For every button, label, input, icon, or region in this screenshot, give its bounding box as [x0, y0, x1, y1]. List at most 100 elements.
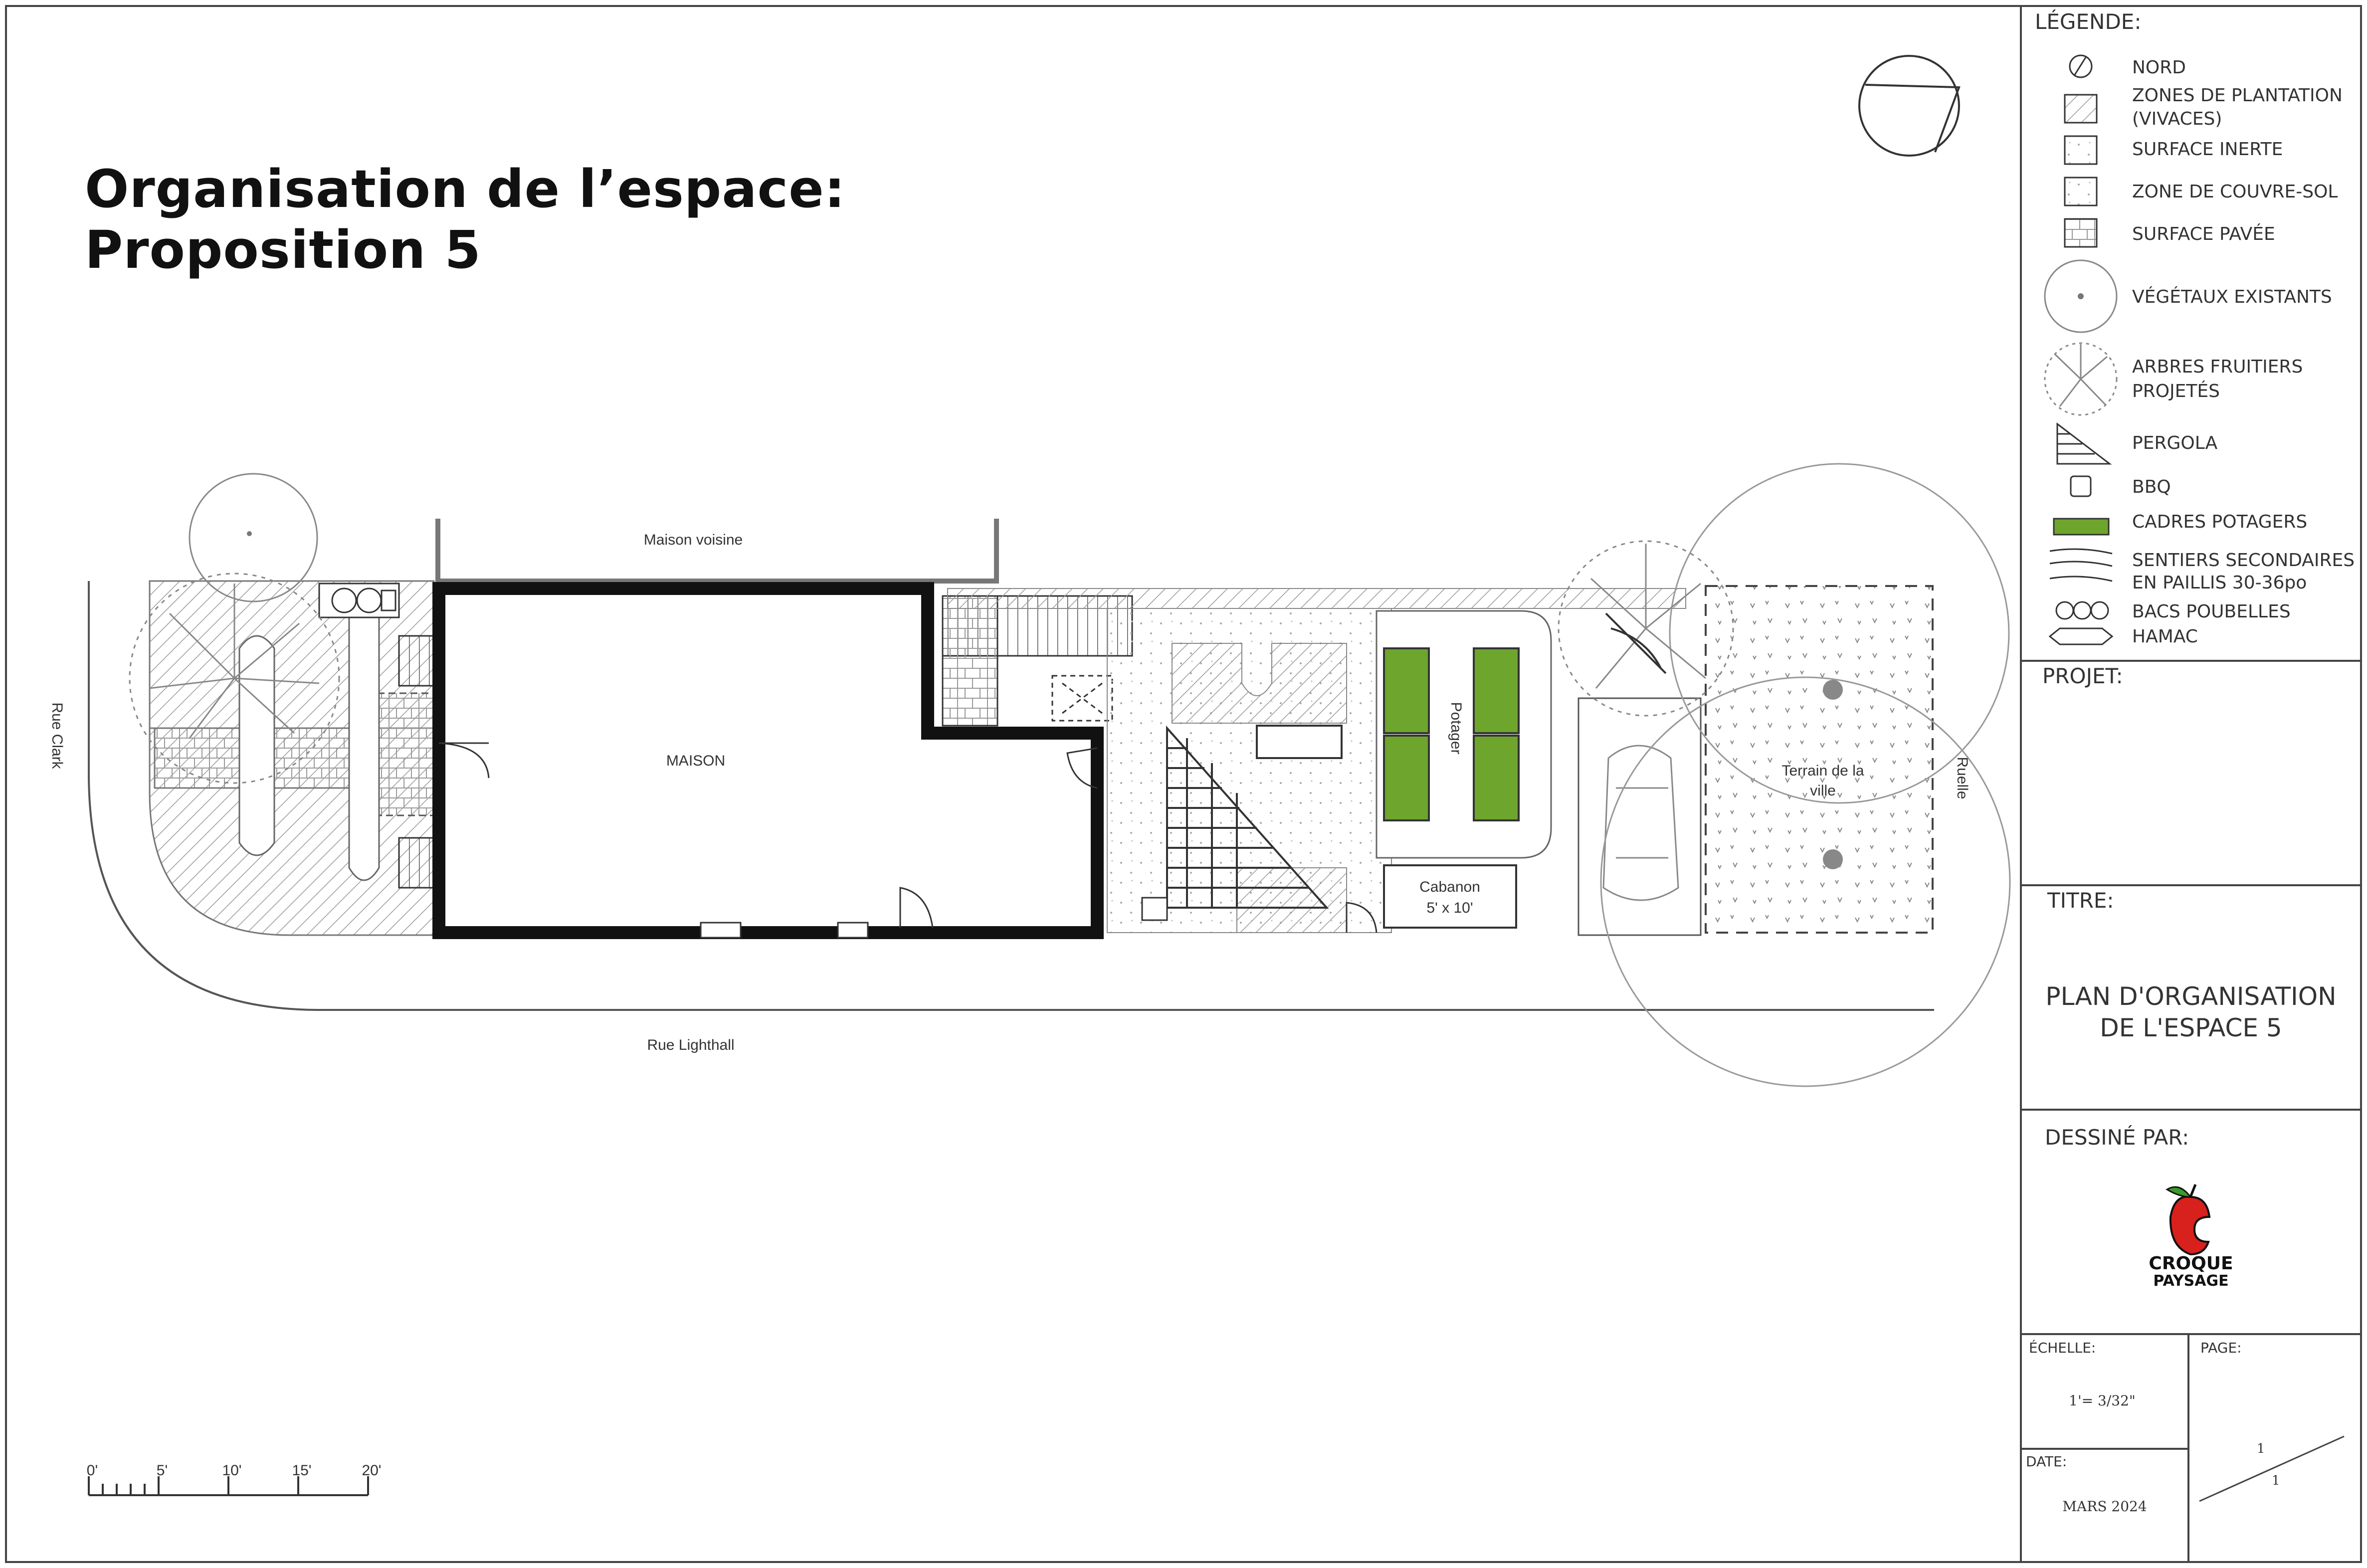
neighbour-house-label: Maison voisine	[644, 532, 743, 548]
legend-label-sentiers: SENTIERS SECONDAIRES	[2132, 550, 2355, 571]
existing-tree-front	[189, 473, 318, 602]
legend-label-vegetaux: VÉGÉTAUX EXISTANTS	[2132, 286, 2332, 307]
bbq-icon	[2070, 475, 2092, 497]
date-value: MARS 2024	[2062, 1498, 2147, 1515]
legend-label-sentiers-2: EN PAILLIS 30-36po	[2132, 573, 2307, 593]
car-icon	[1602, 745, 1679, 901]
garden-bed-icon	[2053, 518, 2110, 536]
legend-label-arbres: ARBRES FRUITIERS	[2132, 357, 2303, 377]
scale-tick-5: 5'	[157, 1462, 168, 1479]
city-lot-label-line1: Terrain de la	[1781, 763, 1864, 779]
door-east	[1066, 747, 1098, 789]
title-line-2: DE L'ESPACE 5	[2100, 1013, 2282, 1042]
front-steps-bottom	[398, 837, 435, 889]
legend-heading: LÉGENDE:	[2035, 9, 2141, 34]
legend-label-nord: NORD	[2132, 57, 2186, 78]
sheet-border	[5, 5, 2362, 1563]
alley-label: Ruelle	[1954, 757, 1971, 799]
scale-tick-15: 15'	[292, 1462, 311, 1479]
door-shed	[1346, 902, 1378, 933]
existing-tree-canopy-2	[1600, 676, 2011, 1087]
side-hatch-strip	[947, 588, 1686, 609]
groundcover-icon	[2064, 177, 2098, 206]
house-label: MAISON	[666, 753, 725, 769]
scale-tick-10: 10'	[222, 1462, 241, 1479]
drawn-by-heading: DESSINÉ PAR:	[2045, 1125, 2189, 1150]
legend-label-plantation-2: (VIVACES)	[2132, 109, 2222, 129]
shed	[1383, 864, 1517, 929]
garden-bed-4	[1473, 735, 1520, 821]
croque-paysage-logo: CROQUE PAYSAGE	[2149, 1184, 2233, 1290]
page-number: 1	[2257, 1441, 2265, 1456]
bench	[1256, 725, 1343, 759]
existing-tree-canopy-1	[1669, 463, 2010, 804]
door-front	[438, 742, 490, 779]
legend-label-couvre-sol: ZONE DE COUVRE-SOL	[2132, 182, 2338, 202]
title-line-1: PLAN D'ORGANISATION	[2045, 982, 2336, 1011]
page-title-line-2: Proposition 5	[85, 219, 481, 280]
garden-bed-3	[1473, 647, 1520, 734]
trash-bins-icon	[2055, 601, 2109, 620]
legend: LÉGENDE: NORD ZONES DE PLANTATION (VIVAC…	[2035, 9, 2355, 647]
title-heading: TITRE:	[2047, 888, 2114, 913]
city-lot	[1705, 585, 1934, 934]
pergola-icon	[2056, 422, 2112, 465]
parking-pad	[1578, 697, 1702, 936]
project-heading: PROJET:	[2042, 664, 2123, 688]
legend-label-pavee: SURFACE PAVÉE	[2132, 223, 2275, 244]
existing-tree-front-dot	[247, 531, 252, 536]
legend-label-bacs: BACS POUBELLES	[2132, 601, 2291, 622]
front-mulch-path-2	[348, 597, 380, 881]
street-label-clark: Rue Clark	[49, 702, 65, 769]
date-heading: DATE:	[2026, 1453, 2067, 1470]
city-lot-label-line2: ville	[1810, 783, 1836, 799]
bbq	[1141, 897, 1168, 921]
window-1	[700, 922, 742, 939]
existing-plant-city-1	[1823, 680, 1843, 700]
logo-text-line1: CROQUE	[2149, 1253, 2233, 1274]
bin-3	[381, 589, 396, 611]
title-block: PROJET: TITRE: PLAN D'ORGANISATION DE L'…	[2021, 660, 2361, 1562]
shed-label-line2: 5' x 10'	[1426, 900, 1473, 916]
scale-bar	[88, 1476, 369, 1496]
existing-plant-city-2	[1823, 849, 1843, 869]
legend-label-bbq: BBQ	[2132, 477, 2171, 497]
page-title-line-1: Organisation de l’espace:	[85, 159, 846, 219]
page-total: 1	[2272, 1473, 2280, 1488]
garden-bed-1	[1383, 647, 1430, 734]
north-icon	[2069, 54, 2093, 78]
paved-surface-icon	[2064, 218, 2098, 248]
front-steps-top	[398, 635, 435, 687]
back-landing-x	[1062, 682, 1103, 714]
page-title: Organisation de l’espace: Proposition 5	[85, 159, 845, 280]
fruit-tree-back	[1558, 540, 1734, 717]
legend-label-cadres: CADRES POTAGERS	[2132, 512, 2307, 532]
scale-value: 1'= 3/32"	[2069, 1392, 2136, 1409]
scale-heading: ÉCHELLE:	[2029, 1339, 2096, 1356]
street-curb-line	[88, 581, 1934, 1011]
neighbour-house-outline	[435, 519, 999, 584]
garden-bed-2	[1383, 735, 1430, 821]
inert-surface-icon	[2064, 135, 2098, 165]
scale-tick-20: 20'	[362, 1462, 381, 1479]
hatch-planting-icon	[2064, 94, 2098, 124]
pergola	[1166, 725, 1329, 909]
bin-1	[331, 588, 357, 613]
hammock	[1605, 612, 1667, 674]
back-staircase-lower	[942, 595, 998, 727]
window-2	[837, 922, 869, 939]
legend-label-inerte: SURFACE INERTE	[2132, 139, 2283, 160]
legend-label-arbres-2: PROJETÉS	[2132, 381, 2220, 401]
door-south	[899, 887, 934, 928]
back-landing-dashed	[1051, 675, 1113, 722]
hammock-icon	[2048, 627, 2114, 645]
legend-label-plantation: ZONES DE PLANTATION	[2132, 85, 2343, 106]
fruit-tree-front	[129, 573, 340, 784]
potager-label: Potager	[1448, 702, 1464, 754]
site-plan: Maison voisine MAISON	[49, 463, 2011, 1087]
scale-tick-0: 0'	[87, 1462, 98, 1479]
legend-label-hamac: HAMAC	[2132, 626, 2198, 647]
north-arrow	[1858, 55, 1961, 157]
mulch-path-icon	[2049, 548, 2113, 582]
